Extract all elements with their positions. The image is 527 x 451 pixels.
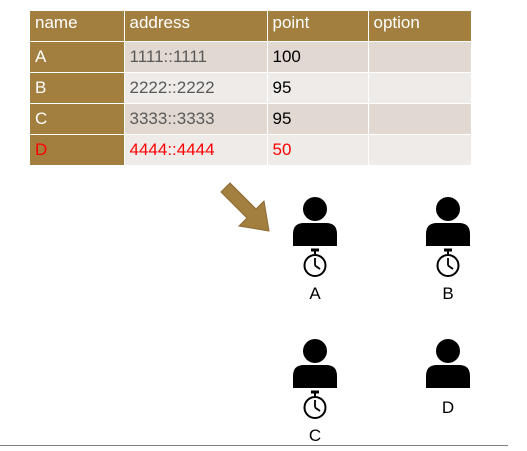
- node-label: D: [441, 398, 455, 417]
- row-option: [368, 103, 472, 135]
- table-row: B 2222::2222 95: [30, 72, 472, 104]
- node-b: B: [408, 196, 488, 304]
- row-point: 100: [267, 41, 369, 73]
- node-c: C: [275, 338, 355, 446]
- divider-line: [0, 445, 508, 446]
- column-header-option: option: [368, 11, 472, 42]
- person-icon: [426, 339, 470, 388]
- table-row: A 1111::1111 100: [30, 41, 472, 73]
- person-icon: [426, 197, 470, 246]
- row-address: 1111::1111: [124, 41, 268, 73]
- row-point: 95: [267, 103, 369, 135]
- row-point: 95: [267, 72, 369, 104]
- arrow-down-right-icon: [220, 182, 270, 232]
- column-header-point: point: [267, 11, 369, 42]
- column-header-name: name: [30, 11, 125, 42]
- node-label: C: [308, 426, 322, 445]
- column-header-address: address: [124, 11, 268, 42]
- node-a: A: [275, 196, 355, 304]
- row-name: B: [30, 72, 125, 104]
- node-label: A: [309, 284, 321, 303]
- table-header-row: name address point option: [30, 11, 472, 42]
- row-point: 50: [267, 134, 369, 166]
- person-icon: [293, 339, 337, 388]
- node-label: B: [442, 284, 454, 303]
- table-row-alert: D 4444::4444 50: [30, 134, 472, 166]
- row-address: 4444::4444: [124, 134, 268, 166]
- node-d: D: [408, 338, 488, 418]
- row-address: 3333::3333: [124, 103, 268, 135]
- row-address: 2222::2222: [124, 72, 268, 104]
- row-name: A: [30, 41, 125, 73]
- row-option: [368, 72, 472, 104]
- row-name: D: [30, 134, 125, 166]
- peer-table: name address point option A 1111::1111 1…: [30, 11, 472, 166]
- person-icon: [293, 197, 337, 246]
- stopwatch-icon: [303, 248, 327, 277]
- row-name: C: [30, 103, 125, 135]
- row-option: [368, 134, 472, 166]
- stopwatch-icon: [303, 390, 327, 419]
- row-option: [368, 41, 472, 73]
- table-row: C 3333::3333 95: [30, 103, 472, 135]
- stopwatch-icon: [436, 248, 460, 277]
